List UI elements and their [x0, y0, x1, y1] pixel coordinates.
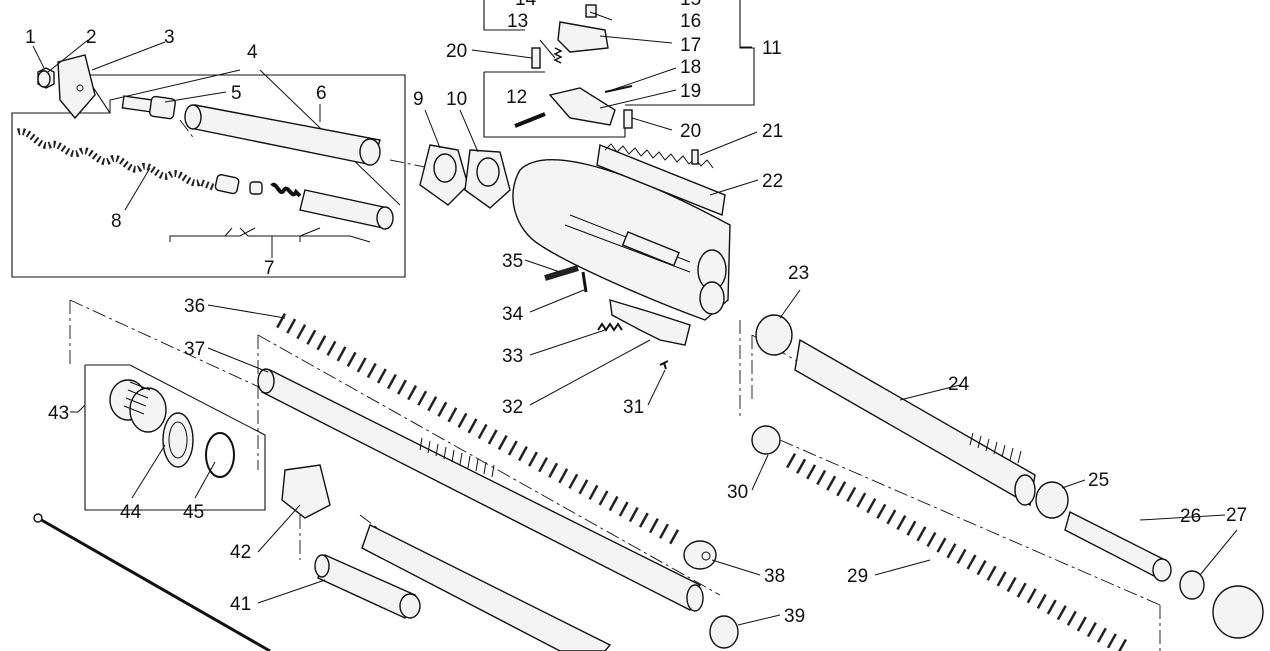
receiver — [512, 159, 731, 321]
lower-tube — [361, 524, 612, 651]
callout-18: 18 — [680, 57, 701, 78]
callout-30: 30 — [727, 482, 748, 503]
callout-11: 11 — [762, 38, 782, 59]
callout-25: 25 — [1088, 470, 1109, 491]
callout-8: 8 — [111, 211, 122, 232]
callout-15: 15 — [680, 0, 701, 10]
callout-36: 36 — [184, 296, 205, 317]
callout-27: 27 — [1226, 505, 1247, 526]
callout-33: 33 — [502, 346, 523, 367]
part-2-washer — [37, 70, 51, 88]
part-42-clip — [281, 464, 331, 519]
callout-7: 7 — [264, 258, 275, 279]
part-26-tube — [1064, 510, 1172, 582]
end-cap — [1212, 585, 1264, 639]
callout-31: 31 — [623, 397, 644, 418]
part-19-base — [548, 87, 616, 126]
part-5-plug — [121, 95, 176, 120]
callout-17: 17 — [680, 35, 701, 56]
part-3-plate — [57, 54, 96, 120]
callout-9: 9 — [413, 89, 424, 110]
bracket-7 — [169, 227, 233, 242]
callout-6: 6 — [316, 83, 327, 104]
part-39-ring — [709, 615, 739, 649]
part-9-seal — [419, 144, 469, 206]
callout-45: 45 — [183, 502, 204, 523]
callout-39: 39 — [784, 606, 805, 627]
callout-42: 42 — [230, 542, 251, 563]
part-6-magazine-tube — [184, 104, 381, 166]
callout-37: 37 — [184, 339, 205, 360]
callout-16: 16 — [680, 11, 701, 32]
part-24-barrel-extension — [794, 338, 1036, 507]
callout-1: 1 — [25, 27, 36, 48]
part-41-tube — [314, 554, 421, 619]
callout-20-right: 20 — [680, 121, 701, 142]
callout-2: 2 — [86, 27, 97, 48]
bracket-4 — [109, 69, 241, 113]
part-17-base — [557, 21, 609, 53]
callout-14: 14 — [515, 0, 537, 10]
part-44-plate — [162, 412, 194, 468]
part-27-collar — [1179, 570, 1205, 600]
callout-38: 38 — [764, 566, 785, 587]
callout-4: 4 — [247, 42, 258, 63]
part-8-spring — [16, 128, 217, 192]
cap-assembly-box — [84, 364, 266, 511]
callout-41: 41 — [230, 594, 251, 615]
leader-lines — [32, 11, 1238, 626]
part-10-seal — [464, 149, 511, 209]
callout-26: 26 — [1180, 506, 1201, 527]
part-31-pin — [659, 360, 669, 370]
callout-43: 43 — [48, 403, 69, 424]
screws — [514, 4, 699, 165]
part-37-barrel — [257, 368, 704, 612]
callout-12: 12 — [506, 87, 527, 108]
part-38-cap — [683, 540, 717, 570]
callout-10: 10 — [446, 89, 467, 110]
cleaning-rod — [37, 516, 271, 651]
callout-34: 34 — [502, 304, 524, 325]
part-34-pin — [581, 271, 588, 293]
part-32-latch — [597, 299, 691, 346]
callout-35: 35 — [502, 251, 523, 272]
callout-5: 5 — [231, 83, 242, 104]
callout-44: 44 — [120, 502, 142, 523]
part-29-spring — [786, 453, 1134, 651]
part-7-follower-set — [214, 174, 394, 230]
scope-mount-box — [483, 0, 525, 31]
part-43-nut — [109, 379, 167, 433]
callout-20-top: 20 — [446, 41, 467, 62]
callout-21: 21 — [762, 121, 783, 142]
callout-22: 22 — [762, 171, 783, 192]
callout-23: 23 — [788, 263, 809, 284]
callout-24: 24 — [948, 374, 970, 395]
callout-29: 29 — [847, 566, 868, 587]
callout-3: 3 — [164, 27, 175, 48]
part-36-spring — [276, 312, 684, 548]
callout-labels: 1 2 3 4 5 6 7 8 9 10 11 12 13 14 15 16 1… — [25, 0, 1247, 627]
part-30-ring — [751, 425, 781, 455]
part-35-pin — [544, 265, 579, 281]
callout-19: 19 — [680, 81, 701, 102]
callout-13: 13 — [507, 11, 528, 32]
callout-32: 32 — [502, 397, 523, 418]
part-45-ring — [205, 432, 235, 478]
part-23-nut — [755, 314, 793, 356]
part-25-nut — [1035, 481, 1069, 519]
